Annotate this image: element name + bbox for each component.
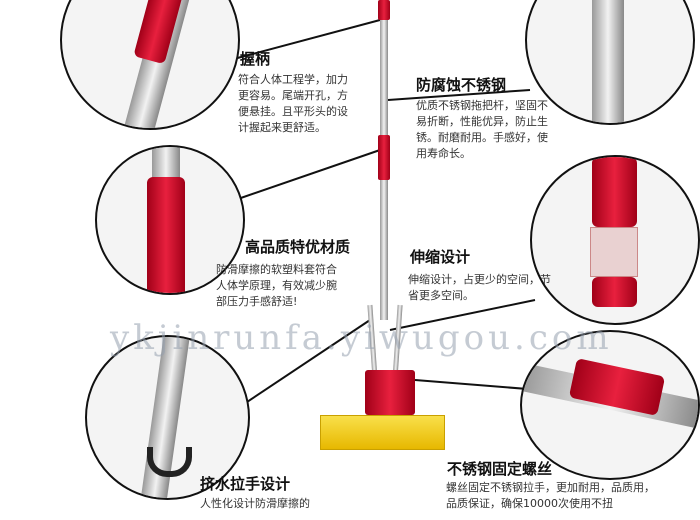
feature-text-screw: 螺丝固定不锈钢拉手，更加耐用，品质用，品质保证，确保10000次使用不扭 bbox=[446, 481, 655, 510]
feature-text-material: 防滑摩擦的软塑料套符合人体学原理，有效减少腕部压力手感舒适! bbox=[216, 263, 337, 308]
watermark: ykjinrunfa.yiwugou.com bbox=[110, 318, 613, 358]
feature-title-wringer: 挤水拉手设计 bbox=[200, 475, 291, 493]
telescopic-joint-image bbox=[530, 155, 700, 325]
feature-text-steel: 优质不锈钢拖把杆，坚固不易折断，性能优异，防止生锈。耐磨耐用。手感好，使用寿命长… bbox=[416, 99, 548, 160]
screw-detail-image bbox=[520, 330, 700, 480]
wringer-handle-image bbox=[85, 335, 250, 500]
feature-text-handle: 符合人体工程学，加力更容易。尾端开孔，方便悬挂。且平形头的设计握起来更舒适。 bbox=[238, 73, 348, 134]
feature-text-telescopic: 伸缩设计，占更少的空间，节省更多空间。 bbox=[408, 273, 551, 302]
feature-text-wringer: 人性化设计防滑摩擦的 bbox=[200, 497, 310, 510]
feature-title-telescopic: 伸缩设计 bbox=[410, 248, 471, 266]
feature-title-material: 高品质特优材质 bbox=[245, 238, 351, 256]
feature-title-handle: 握柄 bbox=[240, 50, 271, 68]
feature-title-screw: 不锈钢固定螺丝 bbox=[447, 460, 553, 478]
feature-title-steel: 防腐蚀不锈钢 bbox=[416, 76, 507, 94]
grip-detail-image bbox=[95, 145, 245, 295]
